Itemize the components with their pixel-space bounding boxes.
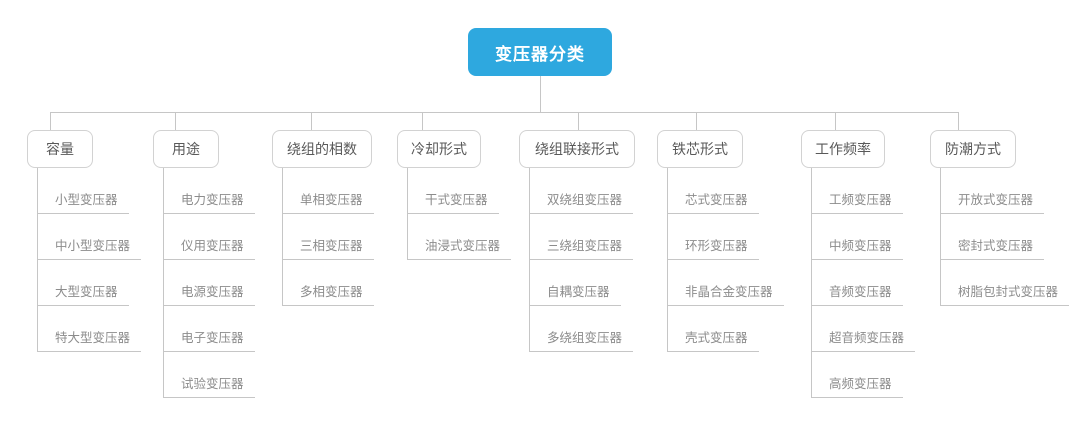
subtopic[interactable]: 电子变压器 (164, 306, 255, 352)
subtopic[interactable]: 工频变压器 (812, 168, 903, 214)
branch-subtopics-capacity: 小型变压器中小型变压器大型变压器特大型变压器 (37, 168, 142, 352)
subtopic[interactable]: 大型变压器 (38, 260, 129, 306)
branch-topic-moisture-proof[interactable]: 防潮方式 (930, 130, 1016, 168)
subtopic[interactable]: 壳式变压器 (668, 306, 759, 352)
branch-topic-core-type[interactable]: 铁芯形式 (657, 130, 743, 168)
branch-subtopics-cooling-type: 干式变压器油浸式变压器 (407, 168, 512, 260)
connector-root-stub (540, 76, 541, 112)
connector-branch-stub (578, 112, 579, 130)
subtopic[interactable]: 超音频变压器 (812, 306, 916, 352)
branch-subtopics-winding-connection: 双绕组变压器三绕组变压器自耦变压器多绕组变压器 (529, 168, 634, 352)
subtopic[interactable]: 电力变压器 (164, 168, 255, 214)
subtopic[interactable]: 试验变压器 (164, 352, 255, 398)
subtopic[interactable]: 单相变压器 (283, 168, 374, 214)
subtopic[interactable]: 多绕组变压器 (530, 306, 634, 352)
branch-subtopics-usage: 电力变压器仪用变压器电源变压器电子变压器试验变压器 (163, 168, 255, 398)
subtopic[interactable]: 树脂包封式变压器 (941, 260, 1070, 306)
subtopic[interactable]: 特大型变压器 (38, 306, 142, 352)
branch-topic-working-frequency[interactable]: 工作频率 (801, 130, 885, 168)
subtopic[interactable]: 双绕组变压器 (530, 168, 634, 214)
branch-topic-winding-phases[interactable]: 绕组的相数 (272, 130, 372, 168)
connector-branch-stub (835, 112, 836, 130)
branch-topic-capacity[interactable]: 容量 (27, 130, 93, 168)
subtopic[interactable]: 油浸式变压器 (408, 214, 512, 260)
connector-branch-stub (311, 112, 312, 130)
subtopic[interactable]: 三相变压器 (283, 214, 374, 260)
subtopic[interactable]: 干式变压器 (408, 168, 499, 214)
subtopic[interactable]: 高频变压器 (812, 352, 903, 398)
subtopic[interactable]: 电源变压器 (164, 260, 255, 306)
subtopic[interactable]: 中小型变压器 (38, 214, 142, 260)
subtopic[interactable]: 仪用变压器 (164, 214, 255, 260)
subtopic[interactable]: 自耦变压器 (530, 260, 621, 306)
branch-subtopics-winding-phases: 单相变压器三相变压器多相变压器 (282, 168, 374, 306)
subtopic[interactable]: 非晶合金变压器 (668, 260, 784, 306)
subtopic[interactable]: 多相变压器 (283, 260, 374, 306)
branch-subtopics-core-type: 芯式变压器环形变压器非晶合金变压器壳式变压器 (667, 168, 784, 352)
subtopic[interactable]: 中频变压器 (812, 214, 903, 260)
subtopic[interactable]: 芯式变压器 (668, 168, 759, 214)
subtopic[interactable]: 开放式变压器 (941, 168, 1045, 214)
subtopic[interactable]: 三绕组变压器 (530, 214, 634, 260)
subtopic[interactable]: 密封式变压器 (941, 214, 1045, 260)
subtopic[interactable]: 音频变压器 (812, 260, 903, 306)
connector-branch-stub (696, 112, 697, 130)
connector-branch-stub (422, 112, 423, 130)
connector-bus (50, 112, 959, 113)
branch-topic-usage[interactable]: 用途 (153, 130, 219, 168)
subtopic[interactable]: 环形变压器 (668, 214, 759, 260)
branch-subtopics-moisture-proof: 开放式变压器密封式变压器树脂包封式变压器 (940, 168, 1070, 306)
connector-branch-stub (958, 112, 959, 130)
subtopic[interactable]: 小型变压器 (38, 168, 129, 214)
branch-topic-cooling-type[interactable]: 冷却形式 (397, 130, 481, 168)
connector-branch-stub (175, 112, 176, 130)
connector-branch-stub (50, 112, 51, 130)
root-topic[interactable]: 变压器分类 (468, 28, 612, 76)
branch-topic-winding-connection[interactable]: 绕组联接形式 (519, 130, 635, 168)
branch-subtopics-working-frequency: 工频变压器中频变压器音频变压器超音频变压器高频变压器 (811, 168, 916, 398)
